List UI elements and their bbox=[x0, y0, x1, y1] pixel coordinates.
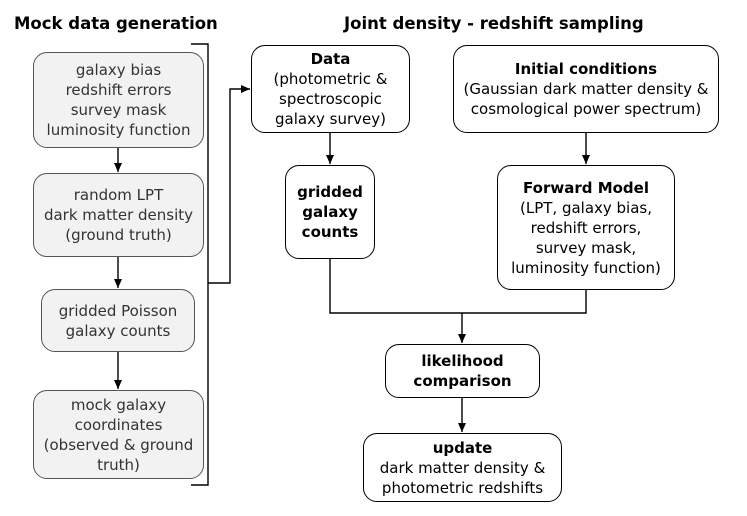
box-line: galaxy bbox=[302, 203, 358, 221]
initial-conditions-box: Initial conditions (Gaussian dark matter… bbox=[453, 45, 719, 133]
box-title: update bbox=[432, 438, 493, 457]
box-line: (LPT, galaxy bias, bbox=[519, 198, 652, 217]
box-title: Data bbox=[310, 50, 351, 68]
box-line: (observed & ground bbox=[43, 435, 194, 454]
data-box: Data (photometric & spectroscopic galaxy… bbox=[251, 45, 410, 133]
box-line: survey mask bbox=[70, 101, 167, 119]
box-line: counts bbox=[301, 223, 359, 241]
box-line: mock galaxy bbox=[70, 395, 167, 414]
arrow-bracket-to-data bbox=[208, 85, 250, 284]
box-line: random LPT bbox=[73, 186, 164, 204]
box-title: Initial conditions bbox=[514, 60, 658, 78]
box-line: (Gaussian dark matter density & bbox=[463, 80, 709, 98]
box-line: cosmological power spectrum) bbox=[470, 100, 702, 118]
box-line: (photometric & bbox=[273, 70, 388, 88]
update-box: update dark matter density & photometric… bbox=[363, 433, 562, 502]
box-line: (ground truth) bbox=[65, 226, 172, 244]
box-line: coordinates bbox=[74, 415, 163, 434]
box-line: luminosity function) bbox=[511, 258, 661, 277]
box-line: photometric redshifts bbox=[381, 478, 544, 497]
box-title: Forward Model bbox=[523, 178, 649, 197]
box-line: comparison bbox=[413, 372, 512, 390]
mock-box-inputs: galaxy bias redshift errors survey mask … bbox=[33, 52, 204, 148]
heading-mock-data-generation: Mock data generation bbox=[14, 14, 218, 33]
box-line: gridded Poisson bbox=[58, 301, 178, 320]
box-line: survey mask, bbox=[535, 238, 637, 257]
box-line: galaxy survey) bbox=[275, 110, 386, 128]
box-line: spectroscopic bbox=[279, 90, 382, 108]
box-line: dark matter density & bbox=[379, 458, 546, 477]
likelihood-comparison-box: likelihood comparison bbox=[385, 344, 540, 398]
box-line: luminosity function bbox=[46, 121, 191, 139]
box-line: galaxy bias bbox=[75, 61, 162, 79]
forward-model-box: Forward Model (LPT, galaxy bias, redshif… bbox=[497, 165, 675, 290]
mock-bracket bbox=[191, 43, 209, 486]
box-line: truth) bbox=[97, 455, 140, 474]
box-line: galaxy counts bbox=[65, 321, 171, 340]
box-line: gridded bbox=[297, 183, 363, 201]
heading-joint-sampling: Joint density - redshift sampling bbox=[344, 14, 644, 33]
box-line: redshift errors, bbox=[530, 218, 642, 237]
mock-box-poisson-counts: gridded Poisson galaxy counts bbox=[41, 289, 195, 352]
box-line: redshift errors bbox=[65, 81, 172, 99]
mock-box-galaxy-coordinates: mock galaxy coordinates (observed & grou… bbox=[33, 390, 204, 479]
mock-box-random-lpt: random LPT dark matter density (ground t… bbox=[33, 173, 204, 257]
box-line: dark matter density bbox=[43, 206, 194, 224]
gridded-galaxy-counts-box: gridded galaxy counts bbox=[285, 165, 375, 259]
box-line: likelihood bbox=[421, 352, 504, 370]
connector-gridded-merge bbox=[329, 259, 587, 314]
